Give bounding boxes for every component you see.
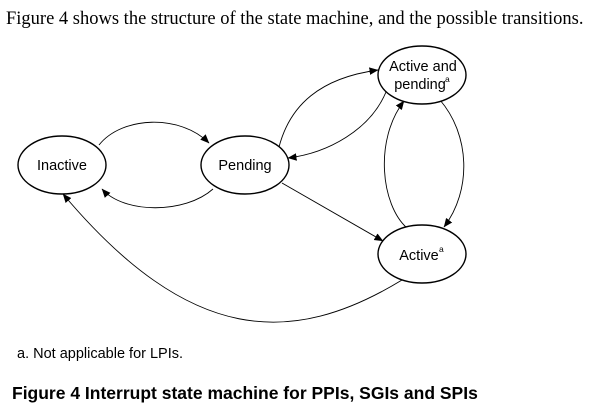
- state-active-and-pending: Active and pending a: [377, 45, 467, 105]
- state-inactive: Inactive: [17, 135, 107, 195]
- intro-text: Figure 4 shows the structure of the stat…: [6, 9, 584, 29]
- figure-caption: Figure 4 Interrupt state machine for PPI…: [12, 383, 478, 403]
- state-active-and-pending-label-line1: Active and: [389, 59, 457, 75]
- edge-active-and-pending-to-active: [439, 99, 465, 228]
- state-inactive-label: Inactive: [37, 158, 87, 174]
- edge-active-to-inactive: [62, 193, 403, 323]
- edge-active-to-active-and-pending: [383, 100, 408, 229]
- state-active-label: Active: [399, 248, 439, 264]
- edge-pending-to-active-and-pending: [278, 67, 379, 148]
- edge-pending-to-inactive: [101, 188, 214, 209]
- state-active-footnote-marker: a: [439, 244, 444, 254]
- edge-pending-to-active: [281, 182, 384, 242]
- state-active-and-pending-label-line2: pending: [394, 77, 446, 93]
- state-active-and-pending-footnote-marker: a: [445, 74, 450, 84]
- state-inactive-shape: [17, 135, 107, 195]
- state-pending: Pending: [200, 135, 290, 195]
- state-active-and-pending-shape: [377, 45, 467, 105]
- footnote: a. Not applicable for LPIs.: [17, 346, 184, 362]
- state-pending-label: Pending: [218, 158, 271, 174]
- state-active: Active a: [377, 224, 467, 284]
- edge-active-and-pending-to-pending: [287, 91, 387, 161]
- edge-inactive-to-pending: [98, 121, 210, 146]
- state-pending-shape: [200, 135, 290, 195]
- state-active-shape: [377, 224, 467, 284]
